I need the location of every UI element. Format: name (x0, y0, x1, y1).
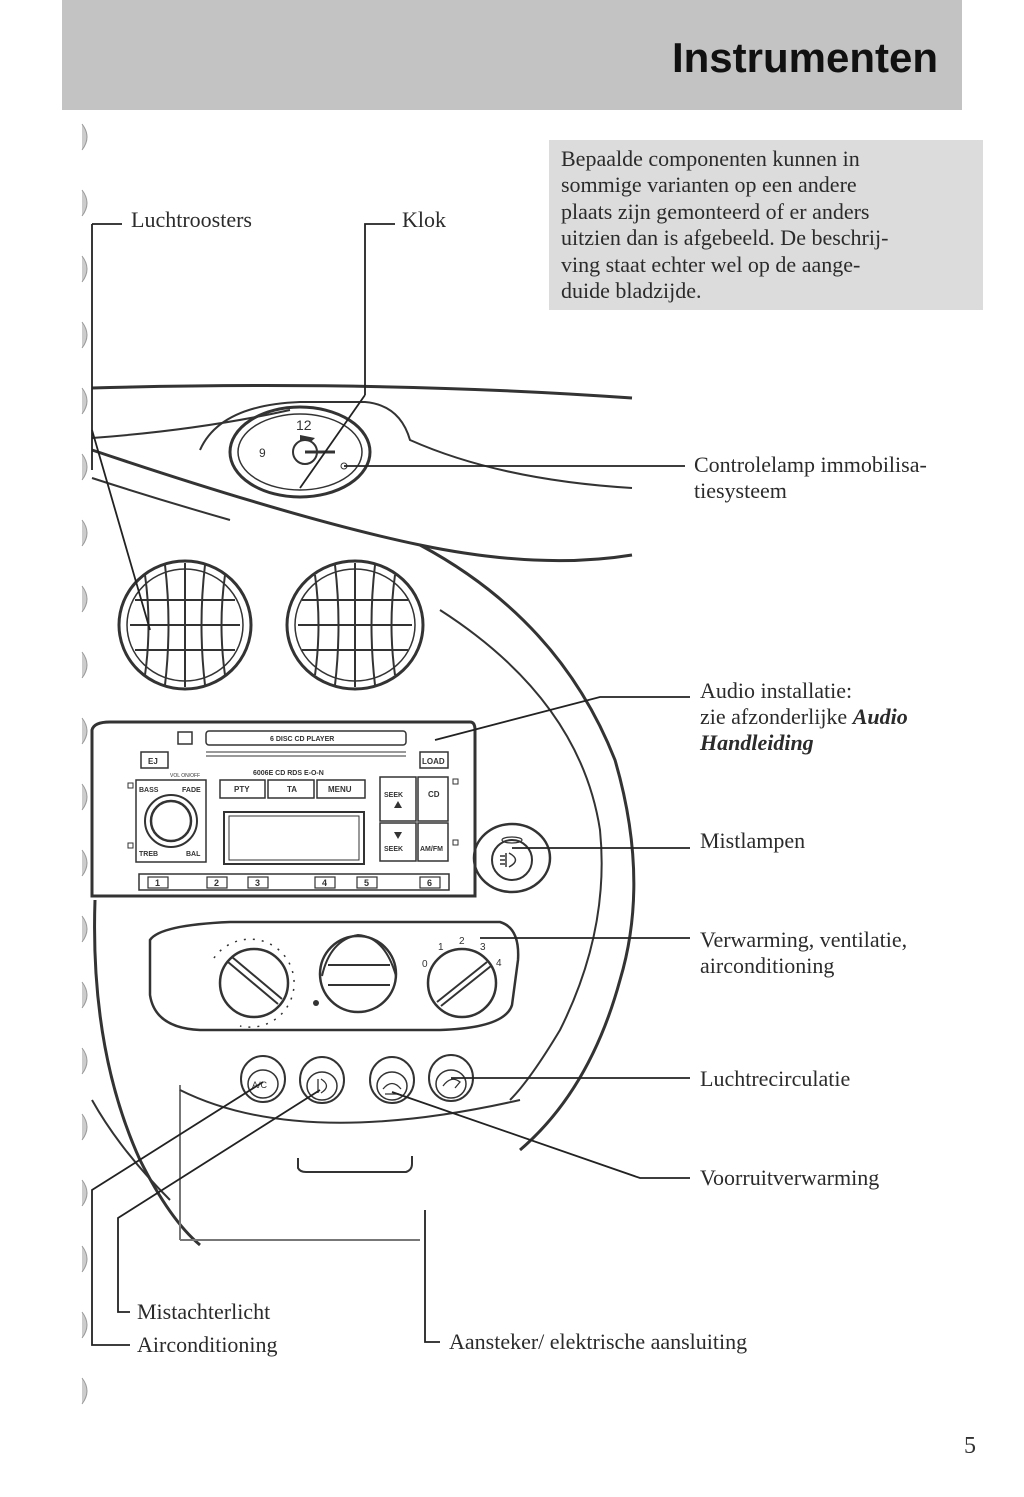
label-text: Luchtroosters (131, 207, 252, 232)
binder-tab (81, 1047, 88, 1075)
binder-tab (81, 123, 88, 151)
binder-tab (81, 1113, 88, 1141)
binder-tab (81, 189, 88, 217)
label-aansteker: Aansteker/ elektrische aansluiting (449, 1329, 747, 1355)
vol-label: VOL ON/OFF (170, 773, 200, 779)
page-title: Instrumenten (671, 34, 938, 81)
label-text: Airconditioning (137, 1332, 278, 1357)
label-verwarming: Verwarming, ventilatie, airconditioning (700, 927, 907, 979)
seek-up-button: SEEK (384, 792, 403, 799)
header-band: Instrumenten (62, 0, 962, 110)
label-audio: Audio installatie: zie afzonderlijke Aud… (700, 678, 908, 756)
label-text: zie afzonderlijke (700, 704, 853, 729)
binder-tab (81, 453, 88, 481)
radio-model-label: 6006E CD RDS E-O-N (253, 770, 324, 777)
binder-tab (81, 519, 88, 547)
fade-button: FADE (182, 787, 201, 794)
note-line: uitzien dan is afgebeeld. De beschrij- (561, 225, 889, 251)
preset-5: 5 (364, 878, 369, 888)
binder-tab (81, 915, 88, 943)
binder-tab (81, 1311, 88, 1339)
binder-tab (81, 717, 88, 745)
label-luchtroosters: Luchtroosters (131, 207, 252, 233)
fog-lamp-switch (472, 822, 552, 894)
load-button: LOAD (422, 757, 445, 766)
leader-lines (91, 223, 690, 1346)
label-luchtrecirculatie: Luchtrecirculatie (700, 1066, 850, 1092)
bal-button: BAL (186, 851, 201, 858)
note-line: plaats zijn gemonteerd of er anders (561, 198, 870, 224)
bass-button: BASS (139, 787, 159, 794)
label-text: tiesysteem (694, 478, 787, 503)
label-mistlampen: Mistlampen (700, 828, 805, 854)
air-vent-left (117, 559, 253, 691)
fan-scale-0: 0 (422, 959, 428, 970)
preset-2: 2 (214, 878, 219, 888)
climate-panel: 0 1 2 3 4 (148, 920, 520, 1032)
binder-tab (81, 255, 88, 283)
ta-button: TA (287, 785, 297, 794)
pty-button: PTY (234, 785, 250, 794)
fan-scale-4: 4 (496, 958, 502, 969)
treb-button: TREB (139, 851, 158, 858)
label-text: Audio installatie: (700, 678, 853, 703)
label-text: Mistlampen (700, 828, 806, 853)
fan-scale-2: 2 (459, 936, 465, 947)
label-text: Mistachterlicht (137, 1299, 271, 1324)
binder-tab (81, 651, 88, 679)
label-text: Aansteker/ elektrische aansluiting (449, 1329, 748, 1354)
binder-tab (81, 1377, 88, 1405)
label-klok: Klok (402, 207, 446, 233)
label-text: Verwarming, ventilatie, (700, 927, 908, 952)
binder-tab (81, 585, 88, 613)
preset-4: 4 (322, 878, 327, 888)
label-emphasis: Audio (852, 704, 908, 729)
cd-button: CD (428, 790, 440, 799)
clock: 12 9 (228, 405, 372, 499)
radio-unit: 6 DISC CD PLAYER EJ LOAD 6006E CD RDS E-… (90, 720, 477, 898)
note-line: Bepaalde componenten kunnen in (561, 146, 860, 171)
label-voorruitverwarming: Voorruitverwarming (700, 1165, 879, 1191)
label-emphasis: Handleiding (700, 730, 814, 755)
ej-button: EJ (148, 757, 158, 766)
dashboard-outline (91, 384, 636, 1247)
seek-down-button: SEEK (384, 846, 403, 853)
label-airconditioning: Airconditioning (137, 1332, 278, 1358)
fan-scale-1: 1 (438, 942, 444, 953)
label-immobiliser: Controlelamp immobilisa- tiesysteem (694, 452, 927, 504)
note-line: ving staat echter wel op de aange- (561, 251, 861, 277)
fan-scale-3: 3 (480, 942, 486, 953)
note-line: duide bladzijde. (561, 278, 702, 304)
binder-tab (81, 783, 88, 811)
label-text: Luchtrecirculatie (700, 1066, 851, 1091)
binder-tab (81, 849, 88, 877)
label-text: airconditioning (700, 953, 835, 978)
label-text: Voorruitverwarming (700, 1165, 880, 1190)
lower-switches: A/C (240, 1054, 474, 1104)
amfm-button: AM/FM (420, 846, 443, 853)
label-text: Controlelamp immobilisa- (694, 452, 927, 477)
preset-6: 6 (427, 878, 432, 888)
binder-tab (81, 1245, 88, 1273)
label-text: Klok (402, 207, 446, 232)
label-text-line2: zie afzonderlijke Audio (700, 704, 908, 730)
binder-tab (81, 1179, 88, 1207)
air-vent-right (285, 559, 425, 691)
note-line: sommige varianten op een andere (561, 172, 857, 198)
page-number: 5 (964, 1433, 976, 1459)
clock-numeral-12: 12 (296, 417, 312, 433)
preset-3: 3 (255, 878, 260, 888)
binder-tab (81, 387, 88, 415)
preset-1: 1 (155, 878, 160, 888)
binder-tab (81, 321, 88, 349)
menu-button: MENU (328, 785, 352, 794)
cd-player-label: 6 DISC CD PLAYER (270, 736, 334, 743)
clock-numeral-9: 9 (259, 446, 266, 460)
binder-tab (81, 981, 88, 1009)
label-mistachterlicht: Mistachterlicht (137, 1299, 270, 1325)
note-box: Bepaalde componenten kunnen in sommige v… (549, 140, 983, 310)
